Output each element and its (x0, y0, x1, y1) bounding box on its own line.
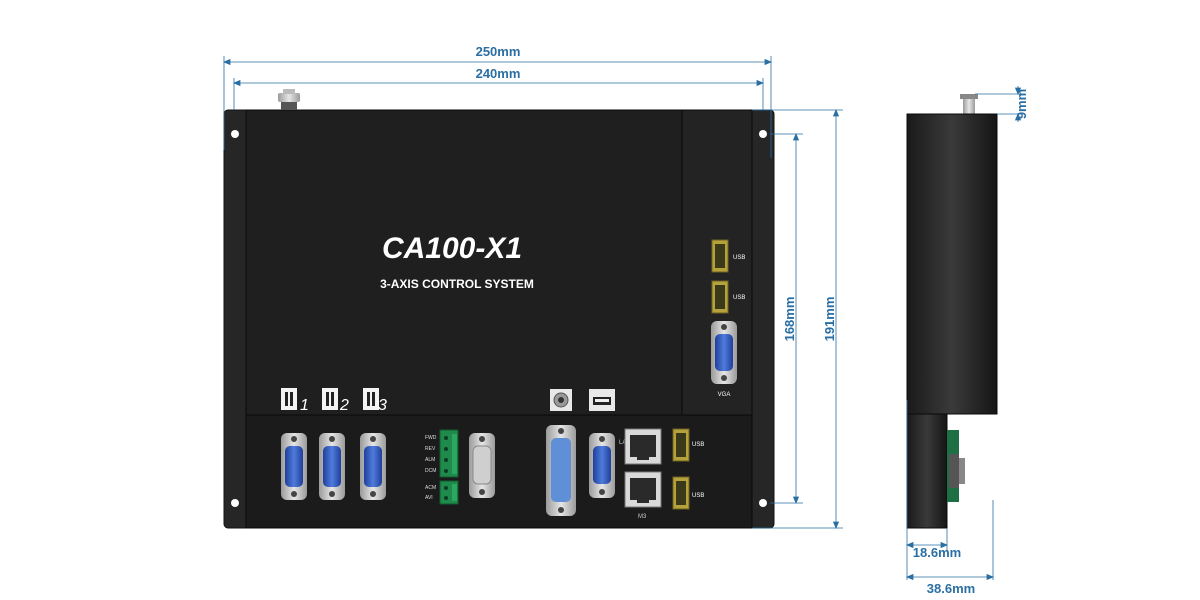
terminal-label: AVI (425, 495, 433, 501)
model-title: CA100-X1 (382, 232, 522, 265)
dimension-body-height: 168mm (782, 297, 797, 342)
rj45-port-icon (624, 471, 662, 508)
upper-cover (245, 109, 683, 416)
vga-label: VGA (718, 392, 731, 398)
svg-text:2: 2 (339, 397, 349, 414)
rj45-port-icon (624, 428, 662, 465)
side-dimensions (905, 86, 1025, 581)
terminal-label: ALM (425, 457, 435, 463)
side-lower-body (906, 413, 948, 529)
usb-label: USB (733, 295, 745, 301)
db-connector-icon (589, 433, 615, 498)
serial-port-icon (469, 433, 495, 498)
usb-label: USB (692, 493, 704, 499)
mounting-hole-icon (231, 130, 239, 138)
dimension-depth-base: 18.6mm (913, 545, 961, 560)
mounting-hole-icon (759, 499, 767, 507)
terminal-label: FWD (425, 435, 437, 441)
model-subtitle: 3-AXIS CONTROL SYSTEM (380, 277, 534, 291)
db-connector-icon (281, 433, 307, 500)
dimension-body-width: 240mm (476, 66, 521, 81)
side-view (906, 94, 998, 529)
usb-label: USB (733, 255, 745, 261)
usb-port-icon (711, 239, 729, 273)
terminal-label: REV (425, 446, 436, 452)
dimension-overall-height: 191mm (822, 297, 837, 342)
terminal-label: ACM (425, 485, 436, 491)
terminal-label: DCM (425, 468, 436, 474)
switch-1-icon: 1 (281, 388, 309, 414)
vga-port-icon (711, 321, 737, 384)
db-connector-icon (360, 433, 386, 500)
terminal-labels: FWD REV ALM DCM ACM AVI (425, 435, 437, 501)
mounting-hole-icon (231, 499, 239, 507)
svg-text:3: 3 (378, 397, 387, 414)
dimension-connector-height: 9mm (1014, 89, 1029, 119)
usb-port-icon (672, 428, 690, 462)
usb-port-icon (711, 280, 729, 314)
parallel-port-icon (546, 425, 576, 516)
usb-label: USB (692, 442, 704, 448)
front-dimensions (222, 56, 843, 530)
side-body (906, 113, 998, 415)
mounting-hole-icon (759, 130, 767, 138)
usb-a-port-icon (589, 389, 615, 411)
m3-label: M3 (638, 514, 647, 520)
switch-2-icon: 2 (322, 388, 349, 414)
usb-port-icon (672, 476, 690, 510)
dimension-overall-width: 250mm (476, 44, 521, 59)
switch-3-icon: 3 (363, 388, 387, 414)
terminal-block-icon (439, 429, 459, 505)
db-connector-icon (319, 433, 345, 500)
aviation-connector-icon (278, 89, 300, 110)
svg-text:1: 1 (300, 397, 309, 414)
power-port-icon (550, 389, 572, 411)
dimension-depth-total: 38.6mm (927, 581, 975, 596)
front-view: CA100-X1 3-AXIS CONTROL SYSTEM 1 2 3 (223, 89, 775, 529)
